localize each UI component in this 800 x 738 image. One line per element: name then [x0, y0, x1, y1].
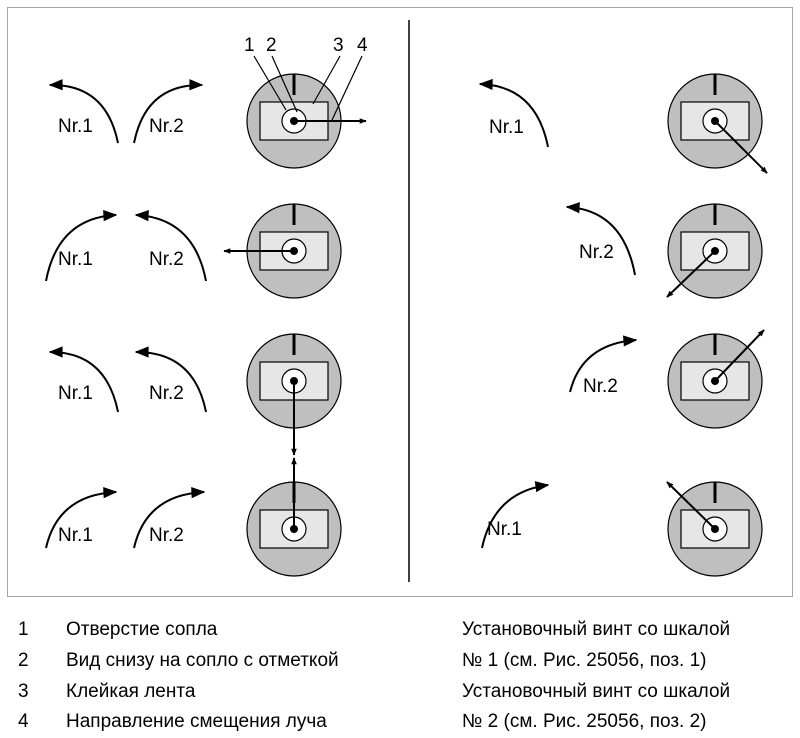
screw-label-12: Nr.1 [487, 519, 522, 540]
legend-text-4: Направление смещения луча [66, 711, 327, 732]
beam-shift-arrow [714, 329, 765, 382]
rotation-arrow-5 [48, 346, 119, 413]
screw-label-11: Nr.2 [583, 376, 618, 397]
rotation-arrow-9 [478, 78, 549, 148]
rotation-arrow-8 [133, 487, 206, 549]
leader-3 [312, 55, 341, 105]
screw-label-2: Nr.2 [149, 116, 184, 137]
legend-num-4: 4 [18, 711, 29, 732]
rotation-arrow-1 [48, 79, 119, 144]
callout-1: 1 [244, 35, 255, 56]
rotation-arrow-2 [133, 79, 204, 144]
screw-label-10: Nr.2 [579, 242, 614, 263]
screw-label-1: Nr.1 [58, 116, 93, 137]
nozzle-view-2 [223, 203, 342, 299]
figure-frame [7, 7, 793, 597]
legend-right-2: № 1 (см. Рис. 25056, поз. 1) [462, 650, 707, 671]
callout-4: 4 [357, 35, 368, 56]
rotation-arrow-12 [481, 481, 550, 549]
legend-right-3: Установочный винт со шкалой [462, 681, 731, 702]
nozzle-view-7 [667, 329, 765, 429]
beam-shift-arrow [666, 481, 716, 530]
screw-label-6: Nr.2 [149, 383, 184, 404]
nozzle-view-1 [246, 73, 367, 169]
leader-4 [331, 55, 363, 121]
nozzle-view-6 [666, 203, 763, 299]
nozzle-view-5 [667, 73, 768, 174]
screw-label-5: Nr.1 [58, 383, 93, 404]
leader-1 [253, 55, 287, 111]
nozzle-view-4 [246, 457, 342, 577]
screw-label-7: Nr.1 [58, 525, 93, 546]
callout-group: 1 2 3 4 [244, 35, 368, 121]
screw-label-8: Nr.2 [149, 525, 184, 546]
legend-right-4: № 2 (см. Рис. 25056, поз. 2) [462, 711, 707, 732]
callout-2: 2 [266, 35, 277, 56]
rotation-arrow-3 [45, 210, 118, 282]
rotation-arrow-7 [45, 487, 118, 549]
beam-shift-arrow [714, 120, 768, 174]
legend-text-3: Клейкая лента [66, 681, 196, 702]
screw-label-3: Nr.1 [58, 249, 93, 270]
leader-2 [271, 55, 298, 113]
rotation-arrow-10 [565, 202, 636, 276]
nozzle-view-8 [666, 481, 763, 577]
nozzle-view-3 [246, 333, 342, 456]
legend-text-2: Вид снизу на сопло с отметкой [66, 650, 339, 671]
rotation-arrow-6 [134, 346, 207, 413]
rotation-arrow-4 [134, 210, 207, 282]
callout-3: 3 [333, 35, 344, 56]
rotation-arrow-11 [569, 335, 638, 393]
legend-text-1: Отверстие сопла [66, 619, 218, 640]
legend-num-1: 1 [18, 619, 29, 640]
legend-num-3: 3 [18, 681, 29, 702]
screw-label-4: Nr.2 [149, 249, 184, 270]
beam-shift-arrow [666, 250, 716, 298]
legend-right-1: Установочный винт со шкалой [462, 619, 731, 640]
screw-label-9: Nr.1 [489, 117, 524, 138]
legend-num-2: 2 [18, 650, 29, 671]
